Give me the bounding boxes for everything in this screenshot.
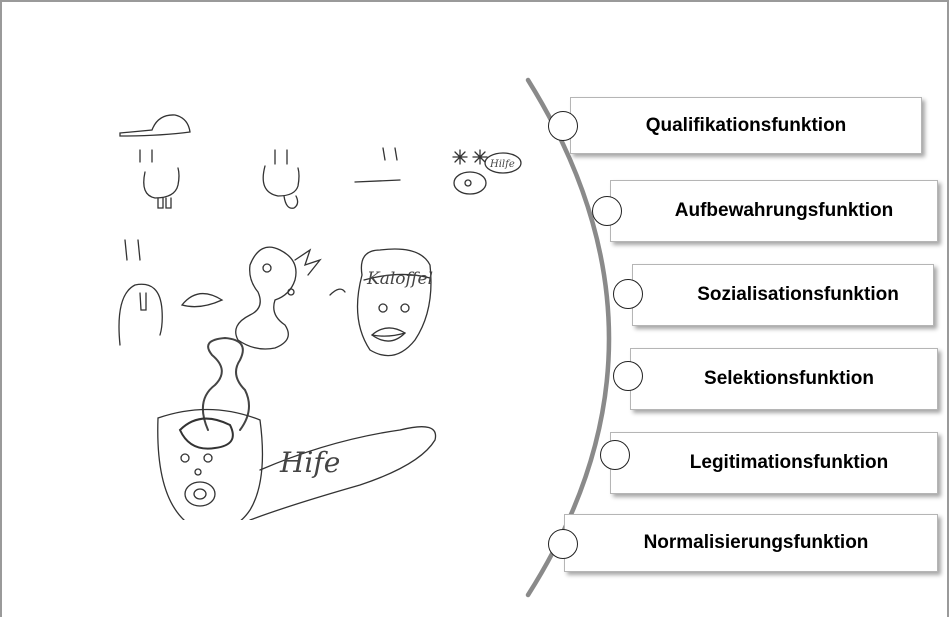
function-label: Normalisierungsfunktion (643, 532, 869, 553)
sketch-face-tongue (262, 149, 300, 209)
function-label: Legitimationsfunktion (689, 452, 889, 473)
sketch-creature (235, 246, 346, 350)
pencil-sketch: Kaloffel Hife Hilfe (118, 114, 522, 520)
sketch-label-help-small: Hilfe (489, 159, 515, 170)
function-box-legitimation: Legitimationsfunktion (610, 432, 938, 494)
function-label: Selektionsfunktion (704, 368, 874, 389)
function-box-normalisierung: Normalisierungsfunktion (564, 514, 938, 572)
function-box-qualifikation: Qualifikationsfunktion (570, 97, 922, 154)
sketch-potato-head (356, 248, 432, 357)
function-bullet-circle (548, 529, 578, 559)
sketch-face-openmouth (118, 239, 224, 346)
sketch-big-head (157, 408, 437, 520)
function-label: Qualifikationsfunktion (645, 114, 847, 136)
function-box-selektion: Selektionsfunktion (630, 348, 938, 410)
sketch-face-cap (119, 114, 191, 209)
frame-left-border (0, 0, 2, 617)
function-bullet-circle (600, 440, 630, 470)
function-box-sozialisation: Sozialisationsfunktion (632, 264, 934, 326)
function-bullet-circle (613, 279, 643, 309)
frame-top-border (0, 0, 949, 2)
sketch-face-flat (354, 147, 401, 183)
function-box-aufbewahrung: Aufbewahrungsfunktion (610, 180, 938, 242)
sketch-label-help-large: Hife (279, 446, 340, 479)
function-bullet-circle (592, 196, 622, 226)
function-bullet-circle (548, 111, 578, 141)
function-label: Sozialisationsfunktion (697, 284, 899, 305)
function-bullet-circle (613, 361, 643, 391)
sketch-smoke (201, 336, 250, 431)
function-label: Aufbewahrungsfunktion (674, 200, 894, 221)
sketch-face-dizzy (452, 149, 522, 195)
frame-right-border (947, 0, 949, 617)
sketch-label-potato: Kaloffel (366, 269, 433, 289)
